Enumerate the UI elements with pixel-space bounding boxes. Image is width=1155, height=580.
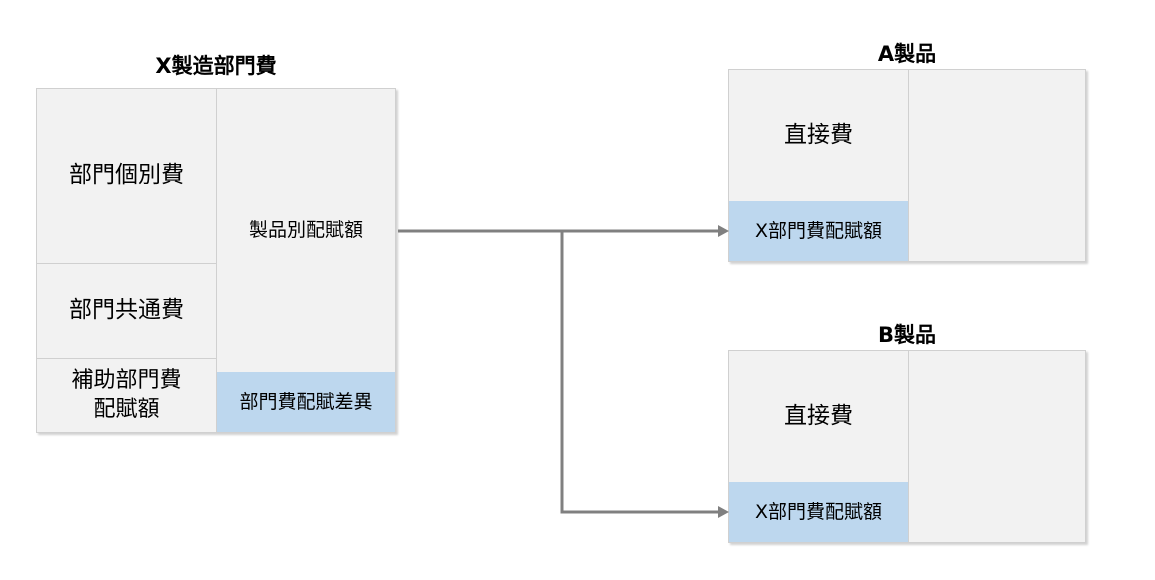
aux-dept-allocation: 補助部門費 配賦額 [71,367,182,422]
divider [216,89,217,432]
product-b-direct-cost: 直接費 [784,402,853,429]
product-a-box: 直接費 X部門費配賦額 [728,69,1086,262]
divider [908,70,909,261]
divider [908,351,909,542]
allocation-variance: 部門費配賦差異 [217,372,395,432]
product-b-title: B製品 [877,323,936,347]
product-a-direct-cost: 直接費 [784,121,853,148]
product-b-x-allocation: X部門費配賦額 [729,482,908,542]
dept-common-cost: 部門共通費 [69,297,184,324]
product-a-title: A製品 [877,42,937,66]
arrow-line-to-b [560,231,718,514]
arrowhead-to-a [718,225,729,237]
product-a-x-allocation: X部門費配賦額 [729,201,908,261]
divider [37,358,216,359]
dept-individual-cost: 部門個別費 [69,162,184,189]
x-dept-box: 部門個別費 部門共通費 補助部門費 配賦額 製品別配賦額 部門費配賦差異 [36,88,396,433]
x-dept-title: X製造部門費 [155,54,277,78]
product-allocation: 製品別配賦額 [248,219,363,242]
arrowhead-to-b [718,506,729,518]
divider [37,263,216,264]
product-b-box: 直接費 X部門費配賦額 [728,350,1086,543]
